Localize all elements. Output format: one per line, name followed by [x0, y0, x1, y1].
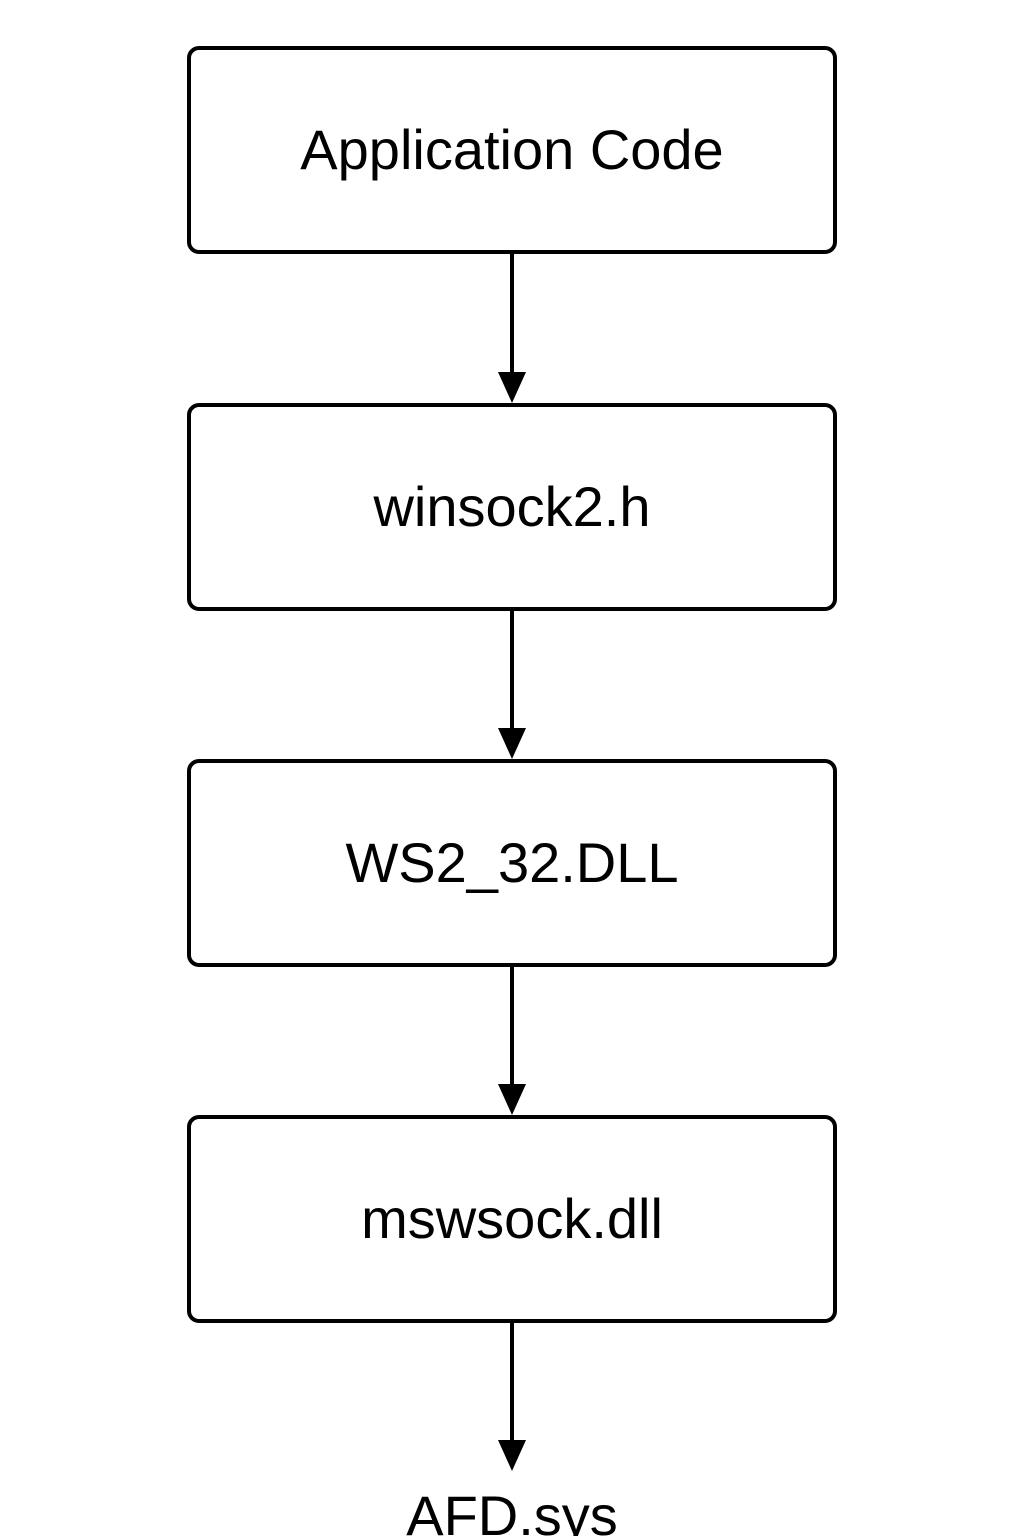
arrow-winsock-to-ws2	[498, 611, 526, 759]
node-label: winsock2.h	[373, 475, 651, 538]
node-ws2-32-dll: WS2_32.DLL	[187, 759, 837, 967]
node-label: WS2_32.DLL	[345, 831, 679, 894]
arrow-mswsock-to-afd	[498, 1323, 526, 1471]
terminal-label-afd-sys: AFD.sys	[406, 1484, 618, 1536]
arrow-ws2-to-mswsock	[498, 967, 526, 1115]
node-application-code: Application Code	[187, 46, 837, 254]
node-mswsock-dll: mswsock.dll	[187, 1115, 837, 1323]
node-label: Application Code	[300, 118, 724, 181]
node-label: mswsock.dll	[361, 1187, 663, 1250]
node-winsock2-h: winsock2.h	[187, 403, 837, 611]
arrow-app-to-winsock	[498, 254, 526, 403]
